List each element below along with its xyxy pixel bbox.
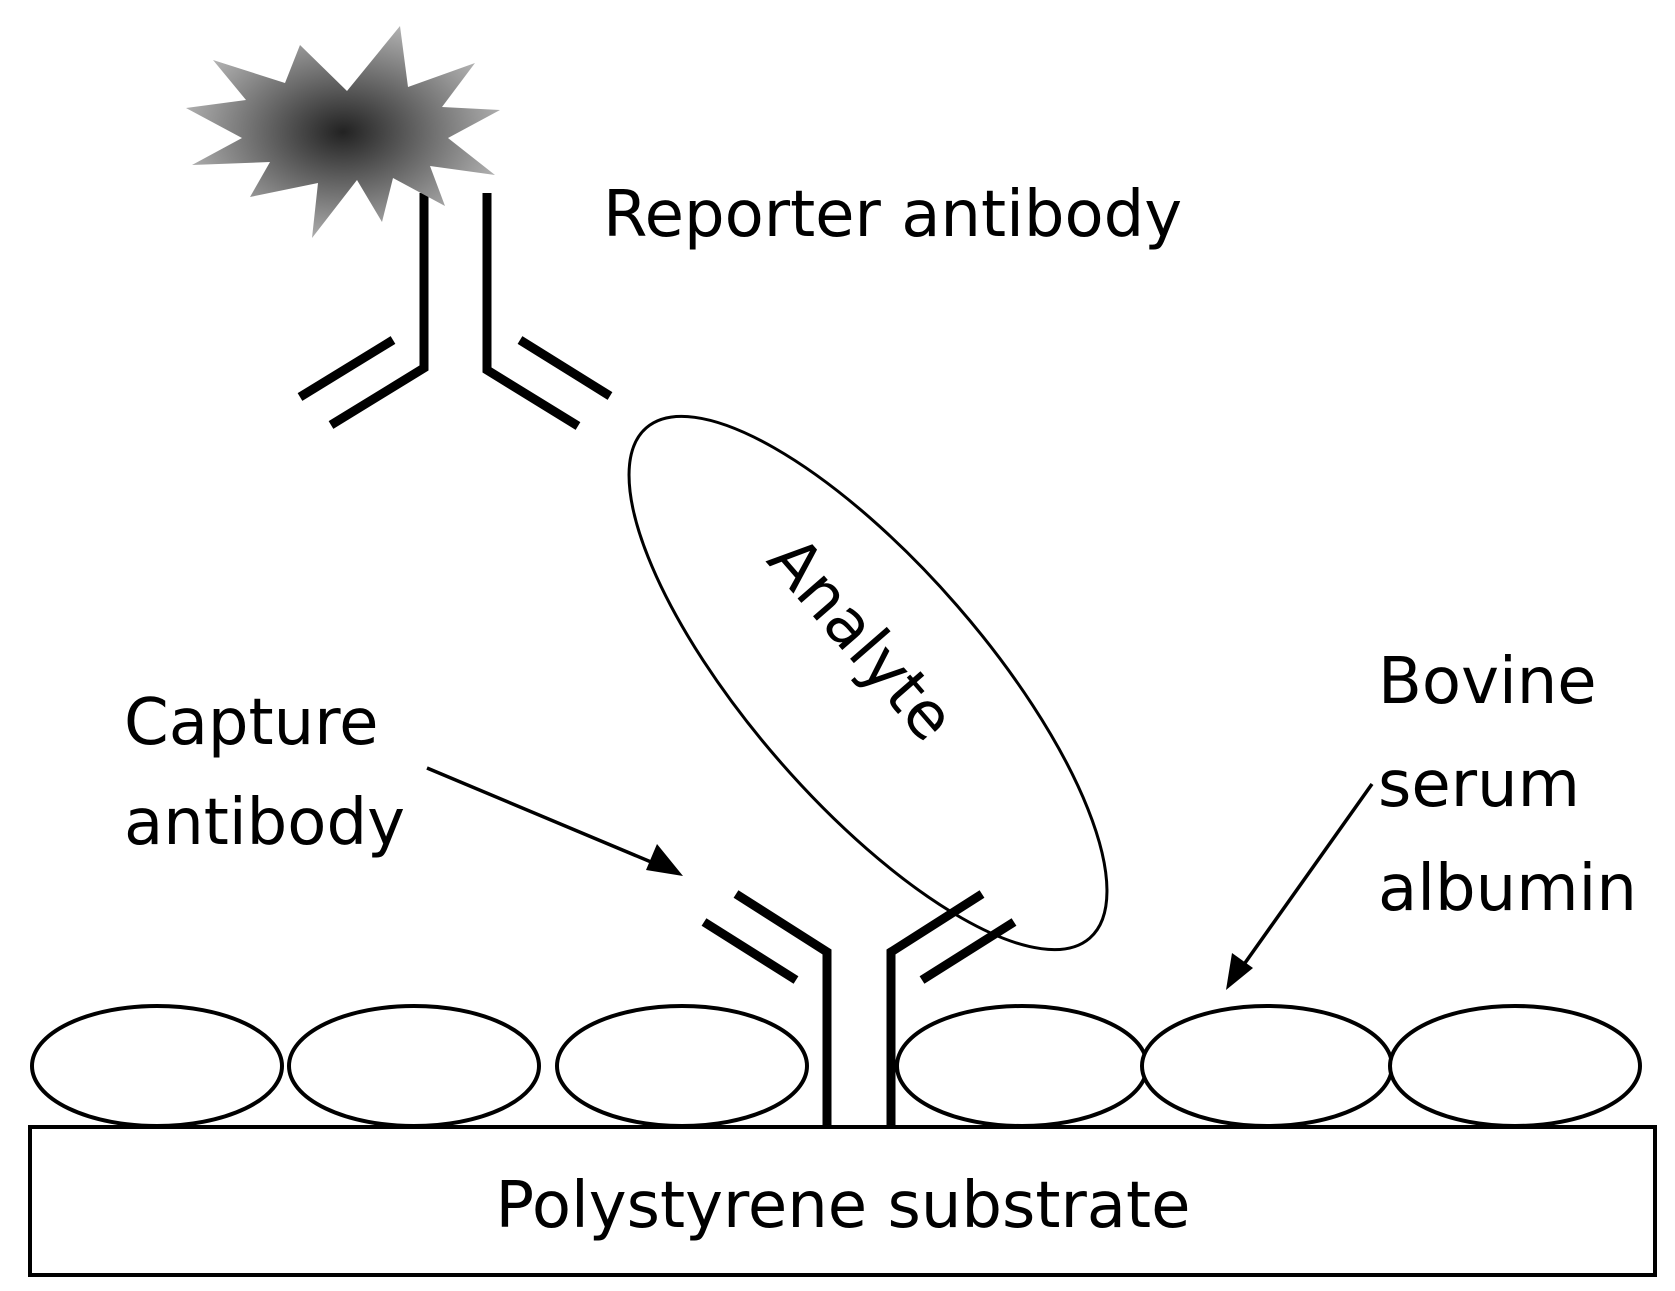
reporter-antibody-right-arm <box>517 336 613 400</box>
bsa-ellipse <box>1140 1004 1394 1128</box>
star-burst-icon <box>186 26 500 238</box>
capture-pointer-arrow <box>426 766 664 869</box>
analyte-ellipse <box>627 414 1109 952</box>
capture-antibody-right-arm <box>919 918 1017 984</box>
analyte: Analyte <box>627 414 1109 952</box>
pointer-arrows <box>426 766 1374 990</box>
bsa-label-line2: serum <box>1378 748 1580 822</box>
reporter-antibody-left-chain <box>328 193 429 429</box>
substrate-rect <box>28 1125 1657 1277</box>
capture-antibody <box>701 890 1017 1127</box>
capture-antibody-left-arm <box>701 918 799 984</box>
bsa-ellipse <box>287 1004 541 1128</box>
bsa-ellipse <box>895 1004 1149 1128</box>
capture-antibody-right-chain <box>886 890 985 1127</box>
capture-antibody-label-line2: antibody <box>124 786 405 860</box>
bsa-ellipse <box>555 1004 809 1128</box>
bsa-label-line3: albumin <box>1378 852 1637 926</box>
bsa-pointer-arrow <box>1238 782 1374 972</box>
bsa-layer <box>30 1004 1642 1128</box>
capture-antibody-label-line1: Capture <box>124 686 378 760</box>
bsa-pointer-arrowhead <box>1226 953 1253 990</box>
bsa-label-line1: Bovine <box>1378 645 1597 719</box>
reporter-antibody-left-arm <box>297 336 396 401</box>
reporter-antibody-right-chain <box>482 193 581 430</box>
reporter-antibody-label: Reporter antibody <box>603 178 1182 252</box>
substrate-label: Polystyrene substrate <box>496 1169 1191 1243</box>
reporter-antibody <box>297 193 613 430</box>
bsa-ellipse <box>30 1004 284 1128</box>
bsa-ellipse <box>1388 1004 1642 1128</box>
polystyrene-substrate: Polystyrene substrate <box>28 1125 1657 1277</box>
capture-pointer-arrowhead <box>646 844 683 876</box>
capture-antibody-left-chain <box>733 890 832 1127</box>
